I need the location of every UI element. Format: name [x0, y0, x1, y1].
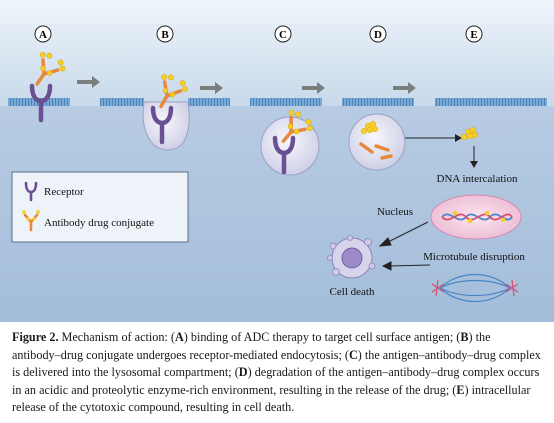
step-label-b: B	[156, 25, 174, 43]
caption-text: ) the antigen–antibody–drug complex is d…	[12, 347, 541, 380]
step-arrows	[77, 76, 416, 94]
caption-body: Mechanism of action: (A) binding of ADC …	[12, 330, 541, 414]
microtubule-spindle	[431, 273, 519, 303]
legend-receptor-icon	[24, 181, 38, 202]
caption-text: ) intracellular release of the cytotoxic…	[12, 382, 531, 415]
step-b-endocytosis	[142, 68, 193, 151]
legend-receptor-label: Receptor	[44, 186, 84, 198]
step-label-a: A	[34, 25, 52, 43]
step-label-c: C	[274, 25, 292, 43]
caption-label: Figure 2.	[12, 330, 59, 344]
step-c-lysosome	[260, 104, 320, 176]
caption-text: ) the antibody–drug conjugate undergoes …	[12, 330, 491, 362]
caption-step-letter: E	[456, 382, 465, 397]
legend-adc-icon	[22, 210, 40, 232]
step-label-e: E	[465, 25, 483, 43]
svg-text:E: E	[470, 29, 477, 41]
down-arrow	[470, 146, 478, 168]
microtubule-label: Microtubule disruption	[423, 251, 525, 263]
svg-text:B: B	[161, 29, 169, 41]
nucleus	[430, 194, 522, 240]
svg-text:C: C	[279, 29, 287, 41]
caption-text: ) binding of ADC therapy to target cell …	[183, 330, 461, 344]
figure-caption: Figure 2. Mechanism of action: (A) bindi…	[12, 329, 542, 417]
svg-text:D: D	[374, 29, 382, 41]
death-arrows	[378, 221, 431, 271]
legend-adc-label: Antibody drug conjugate	[44, 217, 154, 229]
caption-text: ) degradation of the antigen–antibody–dr…	[12, 365, 540, 397]
caption-step-letter: D	[238, 365, 248, 379]
release-arrow	[405, 134, 462, 142]
cell-death-label: Cell death	[330, 286, 375, 298]
step-d-degradation	[348, 113, 406, 171]
caption-step-letter: C	[348, 347, 358, 362]
caption-step-letter: A	[174, 330, 184, 344]
legend: Receptor Antibody drug conjugate	[11, 171, 189, 243]
svg-text:A: A	[39, 29, 47, 41]
apoptotic-cell	[327, 235, 376, 279]
caption-step-letter: B	[460, 330, 469, 344]
nucleus-label: Nucleus	[377, 206, 413, 218]
dna-intercalation-label: DNA intercalation	[437, 173, 518, 185]
mechanism-diagram: A B C D E	[0, 0, 554, 322]
step-label-d: D	[369, 25, 387, 43]
caption-text: Mechanism of action: (	[58, 330, 175, 344]
